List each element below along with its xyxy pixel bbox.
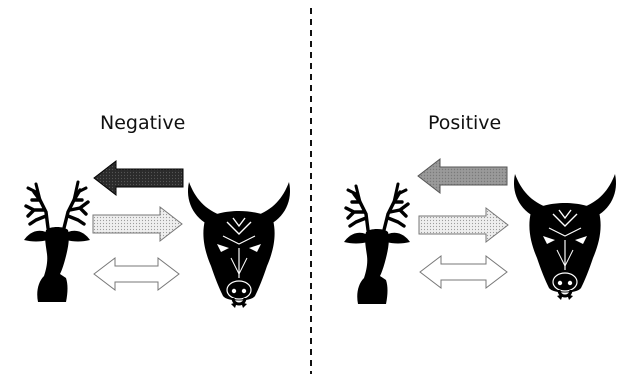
- left-arrow-top: [417, 157, 508, 195]
- left-panel: [22, 159, 292, 310]
- double-arrow-bottom: [419, 254, 508, 290]
- deer-head-icon: [22, 180, 92, 304]
- left-arrow-top: [93, 159, 184, 197]
- bull-head-icon: [512, 172, 618, 302]
- right-arrow-middle: [418, 206, 509, 244]
- panel-title-negative: Negative: [100, 112, 186, 134]
- right-arrow-middle: [92, 205, 183, 243]
- right-panel: [342, 157, 618, 306]
- panel-title-positive: Positive: [428, 112, 502, 134]
- deer-head-icon: [342, 182, 412, 306]
- double-arrow-bottom: [93, 256, 180, 292]
- bull-head-icon: [186, 180, 292, 310]
